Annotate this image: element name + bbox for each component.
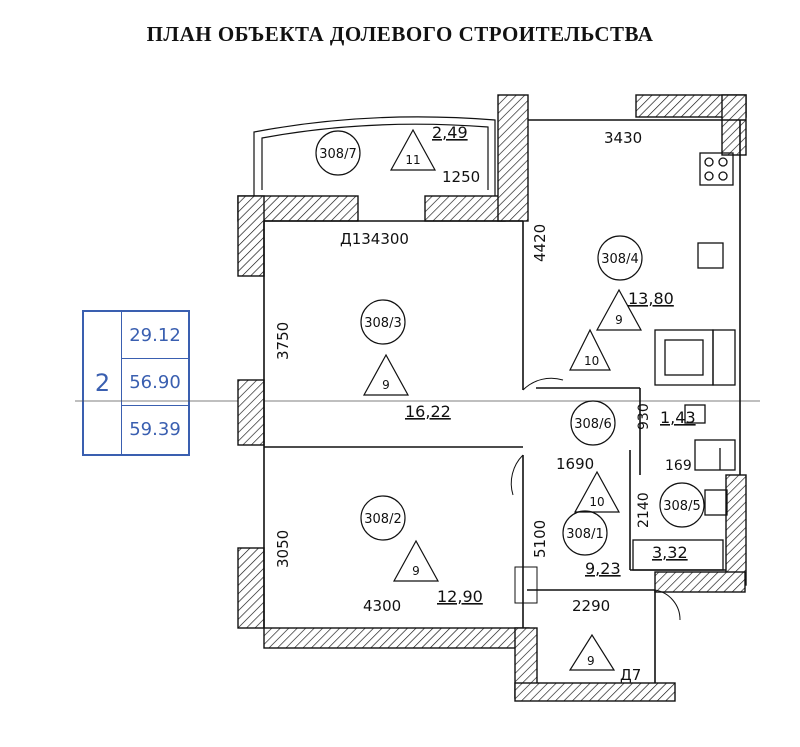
floor-mark: 9: [615, 313, 623, 327]
dim-1690: 1690: [556, 455, 594, 473]
dim-2290: 2290: [572, 597, 610, 615]
floor-mark-triangle: [362, 353, 410, 396]
room-label-308-5: 308/5 3,32: [652, 482, 705, 562]
room-id-circle: [659, 482, 705, 528]
dim-3750: 3750: [274, 322, 292, 360]
room-label-308-4: 308/4 9 13,80: [595, 235, 674, 331]
dim-3430: 3430: [604, 129, 642, 147]
walls: [237, 94, 747, 702]
floor-mark: 11: [405, 153, 420, 167]
room-area: 13,80: [628, 289, 674, 308]
room-id-circle: [570, 400, 616, 446]
total-area-with-balcony-value: 59.39: [129, 419, 181, 440]
dim-3050: 3050: [274, 530, 292, 568]
room-id: 308/6: [574, 417, 611, 432]
bathtub-icon: [632, 539, 724, 571]
extra-marks: [568, 328, 616, 671]
room-label-308-3: 308/3 9 16,22: [360, 299, 451, 421]
room-label-308-6: 308/6 1,43: [570, 400, 696, 446]
toilet-icon: [704, 489, 728, 516]
room-id-circle: [562, 510, 608, 556]
area-table: 2 29.12 56.90 59.39: [82, 310, 190, 456]
room-area: 3,32: [652, 543, 688, 562]
door-d7: Д7: [620, 666, 641, 684]
room-id-circle: [597, 235, 643, 281]
fixtures: [632, 152, 736, 571]
dim-d13-4300: Д134300: [340, 230, 409, 248]
balcony: [253, 116, 496, 196]
room-label-308-1: 308/1 10 9,23: [562, 470, 621, 578]
extra-mark-2: 9: [587, 654, 595, 668]
floor-mark-triangle: [573, 470, 621, 513]
dim-4420: 4420: [531, 224, 549, 262]
dim-930: 930: [636, 403, 652, 430]
room-label-308-7: 308/7 11 2,49: [315, 123, 468, 176]
dim-5100: 5100: [531, 520, 549, 558]
floor-mark-triangle: [392, 539, 440, 582]
living-area-value: 29.12: [122, 312, 188, 359]
total-area-value: 56.90: [122, 359, 188, 406]
dim-2140: 2140: [636, 492, 652, 528]
room-id-circle: [360, 495, 406, 541]
room-area: 12,90: [437, 587, 483, 606]
floor-mark-triangle: [389, 128, 437, 171]
room-count: 2: [84, 312, 122, 454]
sink-icon: [697, 242, 724, 269]
room-id-circle: [315, 130, 361, 176]
room-id-circle: [360, 299, 406, 345]
dim-4300: 4300: [363, 597, 401, 615]
room-id: 308/7: [319, 147, 356, 162]
room-label-308-2: 308/2 9 12,90: [360, 495, 483, 606]
floor-mark: 10: [589, 495, 604, 509]
floor-mark: 9: [412, 564, 420, 578]
room-id: 308/4: [601, 252, 638, 267]
room-id: 308/2: [364, 512, 401, 527]
floor-mark: 9: [382, 378, 390, 392]
stove-icon: [699, 152, 734, 186]
dim-169: 169: [665, 458, 692, 474]
doors: [510, 377, 681, 621]
page-title: ПЛАН ОБЪЕКТА ДОЛЕВОГО СТРОИТЕЛЬСТВА: [146, 22, 654, 46]
room-area: 16,22: [405, 402, 451, 421]
dimensions: 3430 1250 Д134300 4420 3750 3050 4300 51…: [274, 129, 692, 684]
room-area: 2,49: [432, 123, 468, 142]
room-area: 1,43: [660, 408, 696, 427]
room-id: 308/1: [566, 527, 603, 542]
room-id: 308/3: [364, 316, 401, 331]
extra-mark-1: 10: [584, 354, 599, 368]
room-area: 9,23: [585, 559, 621, 578]
room-id: 308/5: [663, 499, 700, 514]
shaft-icon: [654, 329, 714, 386]
washbasin-icon: [684, 404, 706, 424]
dim-1250: 1250: [442, 168, 480, 186]
floor-mark-triangle: [595, 288, 643, 331]
